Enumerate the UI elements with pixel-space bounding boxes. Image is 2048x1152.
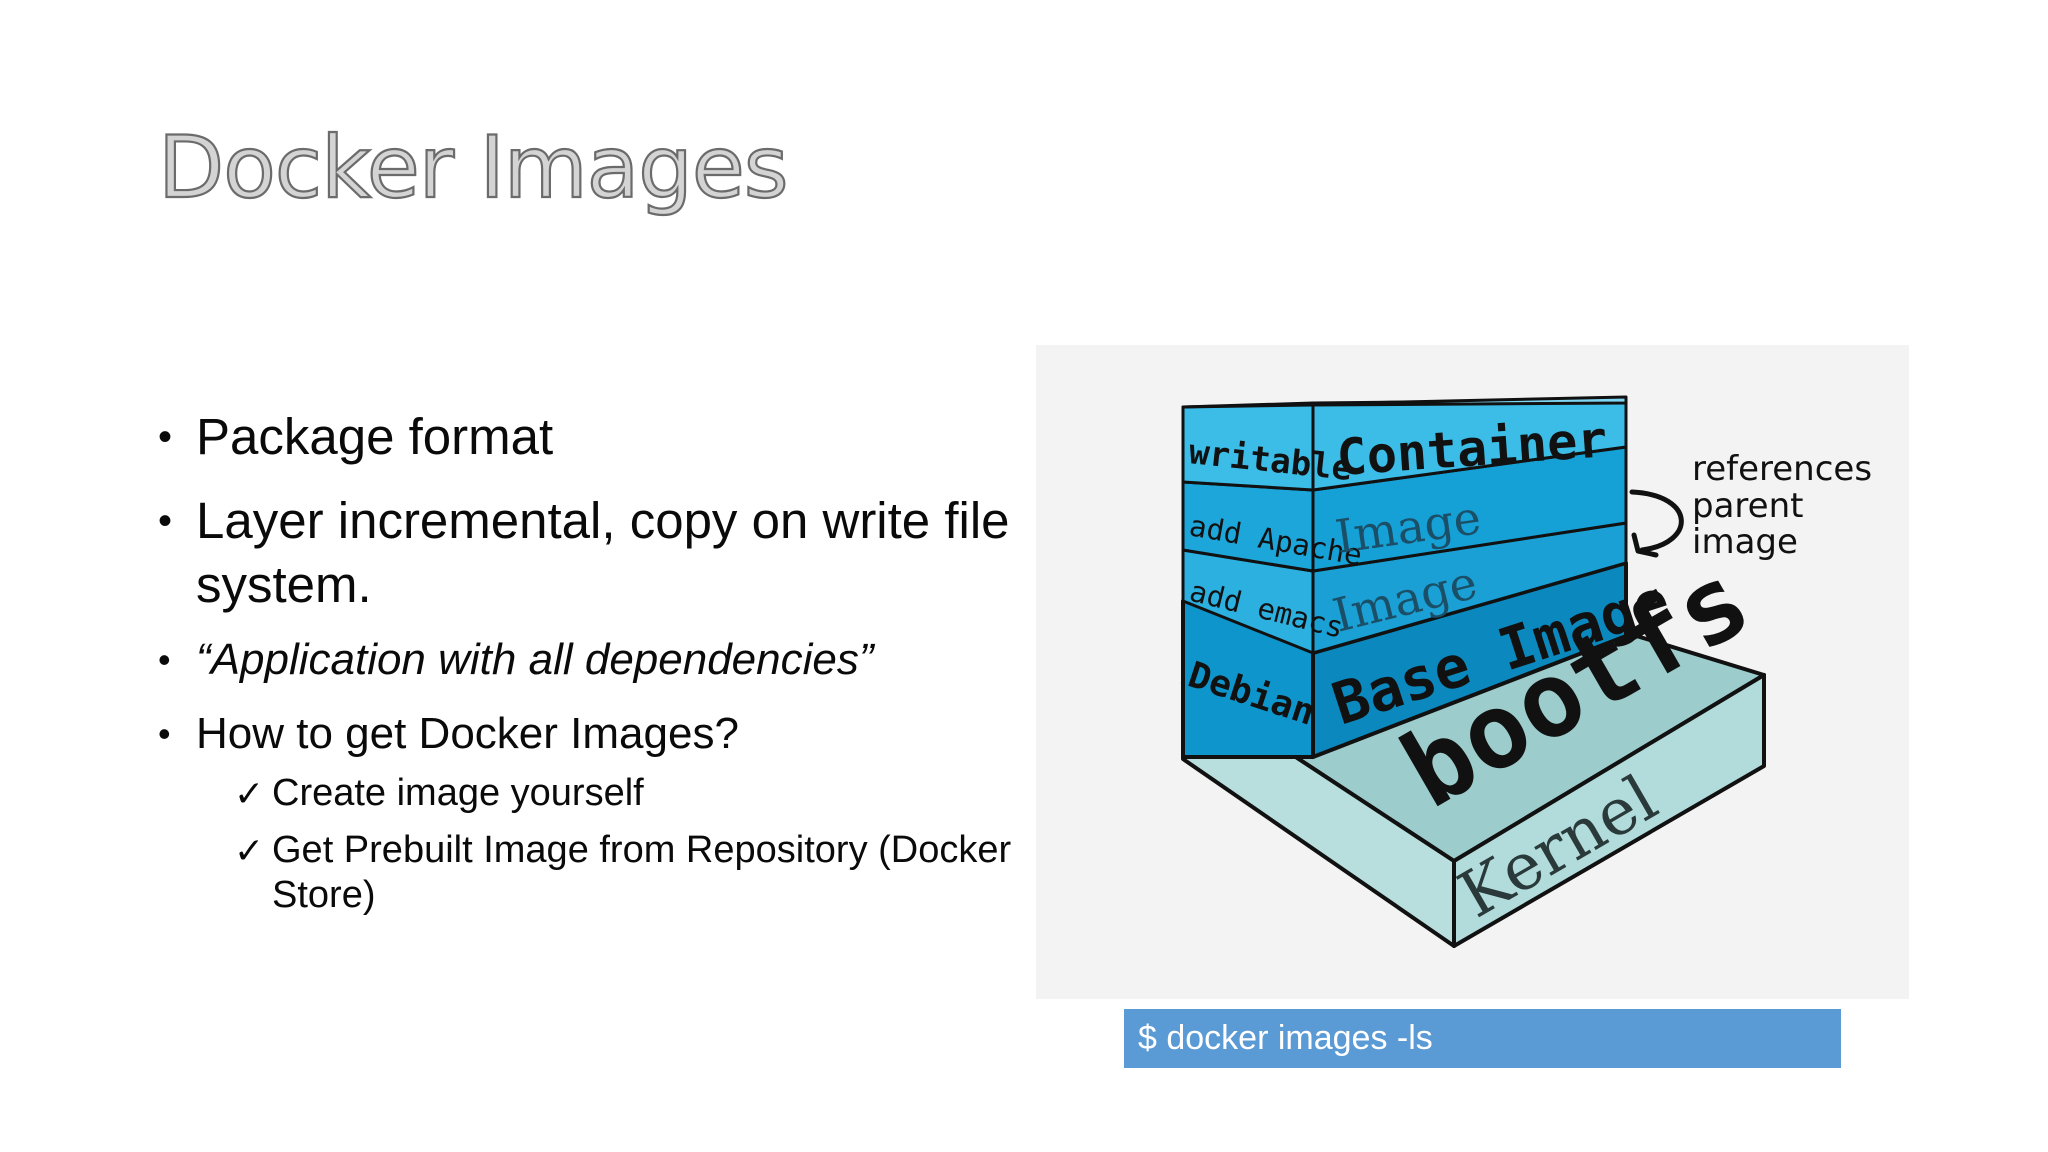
checkmark-icon: ✓: [234, 830, 265, 871]
bullet-dot-icon: •: [158, 639, 171, 680]
annotation-line-1: references: [1692, 449, 1872, 489]
bullet-dot-icon: •: [158, 415, 173, 459]
docker-layers-diagram: writable add Apache add emacs Debian Con…: [1036, 345, 1909, 999]
bullet-dot-icon: •: [158, 499, 173, 543]
bullet-item: • Package format: [158, 405, 1018, 469]
annotation-line-2: parent: [1692, 486, 1803, 526]
bullet-dot-icon: •: [158, 713, 171, 754]
bullet-item: • “Application with all dependencies”: [158, 631, 1018, 689]
bullet-text: Layer incremental, copy on write file sy…: [196, 492, 1010, 613]
slide-title: Docker Images: [157, 117, 790, 219]
sub-bullet-item: ✓ Get Prebuilt Image from Repository (Do…: [158, 828, 1018, 918]
curved-arrow-icon: [1629, 489, 1684, 553]
arrowhead-icon: [1631, 532, 1659, 558]
bullet-item: • How to get Docker Images?: [158, 705, 1018, 763]
bullet-text: “Application with all dependencies”: [196, 635, 874, 684]
layers-illustration: writable add Apache add emacs Debian Con…: [1181, 395, 1872, 948]
bullet-item: • Layer incremental, copy on write file …: [158, 489, 1018, 617]
bullet-text: How to get Docker Images?: [196, 709, 739, 758]
annotation-line-3: image: [1692, 522, 1798, 562]
bullet-list: • Package format • Layer incremental, co…: [158, 405, 1018, 918]
checkmark-icon: ✓: [234, 773, 265, 814]
bullet-text: Package format: [196, 408, 554, 465]
layer-top-cap: [1181, 395, 1628, 409]
sub-bullet-item: ✓ Create image yourself: [158, 771, 1018, 816]
sub-bullet-text: Get Prebuilt Image from Repository (Dock…: [272, 829, 1012, 916]
command-bar: $ docker images -ls: [1124, 1009, 1841, 1068]
sub-bullet-text: Create image yourself: [272, 772, 644, 814]
